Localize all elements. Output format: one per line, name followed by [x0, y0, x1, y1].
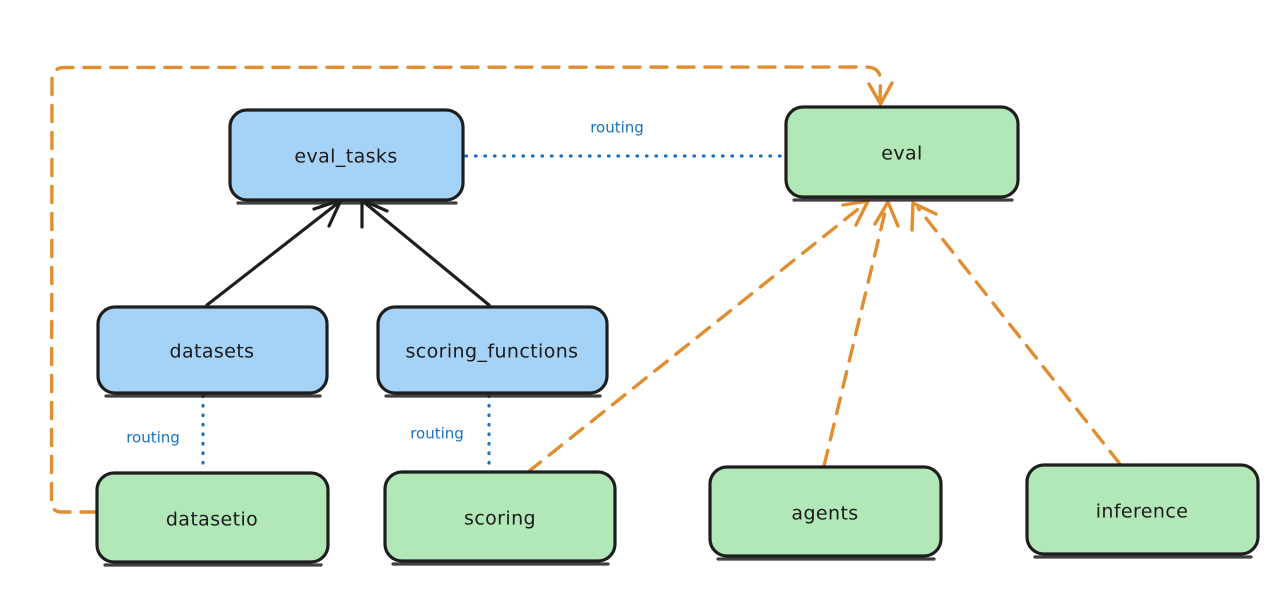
- node-eval[interactable]: eval: [784, 105, 1020, 202]
- node-datasetio[interactable]: datasetio: [95, 471, 330, 567]
- edge-datasets-eval-tasks[interactable]: [205, 198, 343, 307]
- edge-label-routing-datasetio: routing: [126, 429, 180, 447]
- edge-label-routing-eval: routing: [590, 119, 644, 137]
- node-label-agents: agents: [791, 503, 858, 525]
- node-scoring-functions[interactable]: scoring_functions: [376, 305, 609, 398]
- node-datasets[interactable]: datasets: [96, 305, 329, 398]
- edge-scoring-functions-eval-tasks[interactable]: [360, 198, 491, 307]
- node-label-datasetio: datasetio: [166, 509, 258, 531]
- node-label-scoring-functions: scoring_functions: [406, 341, 579, 363]
- node-label-scoring: scoring: [464, 508, 536, 530]
- node-label-datasets: datasets: [170, 341, 255, 363]
- node-label-eval-tasks: eval_tasks: [294, 146, 397, 168]
- node-label-eval: eval: [881, 143, 922, 165]
- edge-group: [49, 65, 1122, 514]
- node-scoring[interactable]: scoring: [383, 470, 617, 566]
- edge-datasetio-eval[interactable]: [49, 65, 894, 514]
- edge-inference-eval[interactable]: [910, 201, 1122, 466]
- edge-agents-eval[interactable]: [822, 200, 900, 468]
- node-agents[interactable]: agents: [708, 465, 943, 561]
- edge-label-routing-scoring: routing: [410, 425, 464, 443]
- node-label-inference: inference: [1096, 501, 1189, 523]
- node-inference[interactable]: inference: [1025, 463, 1260, 559]
- node-eval-tasks[interactable]: eval_tasks: [228, 108, 465, 205]
